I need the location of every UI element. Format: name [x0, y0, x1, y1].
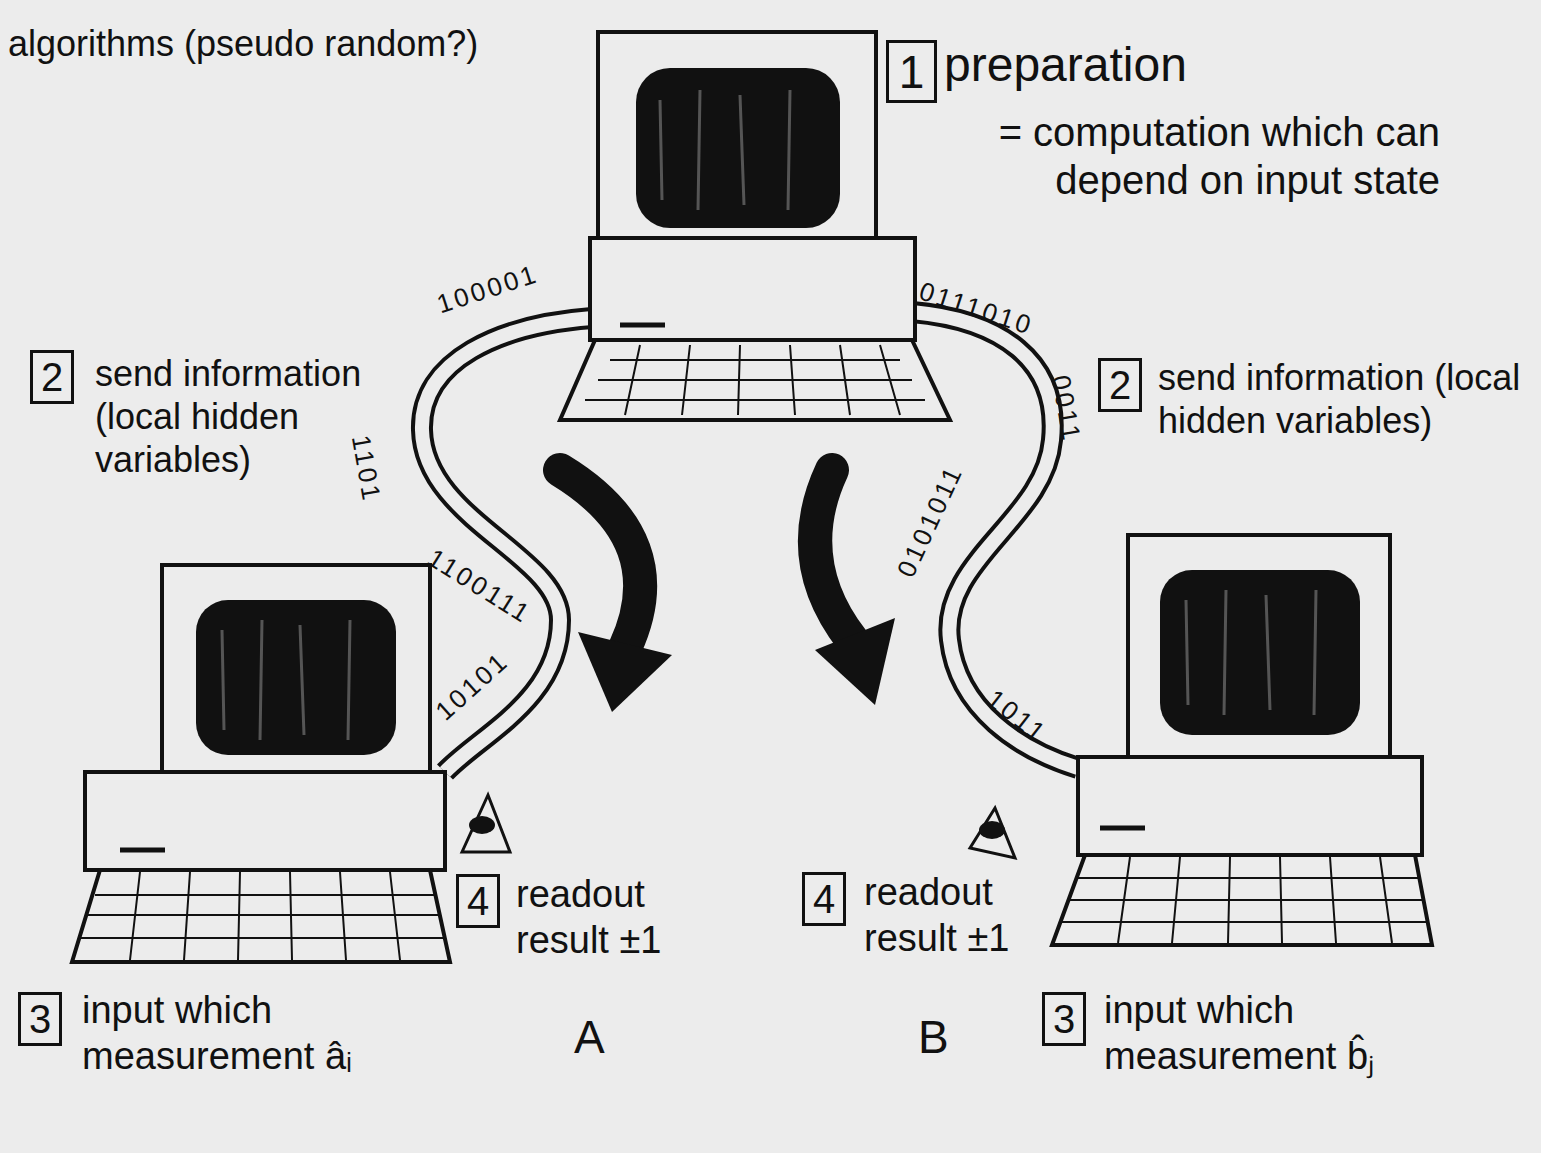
callout-box: 1 [886, 40, 937, 103]
callout-number: 3 [29, 999, 51, 1039]
callout-box: 3 [1042, 992, 1086, 1046]
bit-string: 1100111 [422, 542, 537, 630]
callout-number: 2 [1109, 365, 1131, 405]
screen [636, 68, 840, 228]
callout-box: 4 [802, 872, 846, 926]
monitor [598, 32, 876, 250]
step-description: send information (local hidden variables… [1158, 356, 1528, 442]
callout-box: 4 [456, 874, 500, 928]
callout-number: 2 [41, 357, 63, 397]
bit-string: 100001 [433, 258, 542, 320]
callout-number: 1 [899, 49, 925, 95]
party-name: B [918, 1010, 978, 1065]
keys [80, 872, 445, 960]
drive-slot [620, 323, 665, 328]
computer-case [85, 772, 445, 870]
screen [196, 600, 396, 755]
keyboard [72, 870, 450, 962]
eye-pupil [979, 821, 1005, 839]
step-title: preparation [944, 36, 1344, 94]
eye [462, 795, 510, 852]
step-description: readout result ±1 [864, 870, 1074, 961]
keys [585, 345, 925, 415]
callout-box: 2 [1098, 358, 1142, 412]
bit-string: 0011 [1045, 373, 1088, 445]
bit-string: 0101011 [891, 460, 970, 582]
callout-box: 2 [30, 350, 74, 404]
eye [970, 808, 1015, 858]
arrow-head [578, 632, 672, 712]
bit-string: 10101 [430, 646, 516, 728]
cable [422, 318, 592, 772]
callout-box: 3 [18, 992, 62, 1046]
bit-string: 0111010 [915, 276, 1037, 342]
party-name: A [574, 1010, 634, 1065]
monitor [162, 565, 430, 775]
bit-string: 1101 [345, 433, 388, 505]
drive-slot [1100, 826, 1145, 831]
screen [1160, 570, 1360, 735]
step-description: readout result ±1 [516, 872, 736, 963]
bit-string: 1011 [980, 683, 1053, 749]
screen-glare [222, 620, 350, 740]
screen-glare [660, 90, 790, 210]
callout-number: 4 [467, 881, 489, 921]
step-description: input which measurement b̂ⱼ [1104, 988, 1524, 1079]
screen-glare [1186, 590, 1316, 715]
keys [1062, 857, 1428, 943]
step-description: = computation which can depend on input … [880, 108, 1440, 204]
note: algorithms (pseudo random?) [8, 22, 568, 65]
keyboard [560, 340, 950, 420]
step-description: input which measurement âᵢ [82, 988, 412, 1079]
cable-inner [422, 318, 592, 772]
computer-case [1078, 757, 1422, 855]
callout-number: 4 [813, 879, 835, 919]
step-description: send information (local hidden variables… [95, 352, 390, 482]
computer-case [590, 238, 915, 340]
callout-number: 3 [1053, 999, 1075, 1039]
eye-pupil [469, 816, 495, 834]
flow-arrow [560, 470, 640, 648]
keyboard [1052, 855, 1432, 945]
flow-arrow [815, 470, 852, 640]
monitor [1128, 535, 1390, 757]
arrow-head [815, 618, 895, 705]
drive-slot [120, 848, 165, 853]
